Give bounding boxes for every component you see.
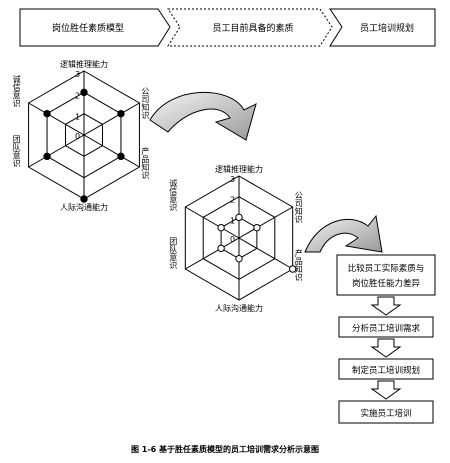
radar-top-spoke-lower_right bbox=[83, 134, 140, 168]
radar-bottom-scale-label: 1 bbox=[230, 216, 235, 225]
right-flow-step-1-label-2: 岗位胜任能力差异 bbox=[352, 278, 421, 289]
figure-caption: 图 1-6 基于胜任素质模型的员工培训需求分析示意图 bbox=[131, 444, 319, 454]
radar-bottom-scale-label: 3 bbox=[230, 175, 235, 184]
top-flow-step-2-label: 员工目前具备的素质 bbox=[212, 22, 293, 34]
right-flow-step-2-label: 分析员工培训需求 bbox=[352, 323, 421, 334]
radar-top-axis-label-bottom: 人际沟通能力 bbox=[60, 202, 108, 212]
right-flow-step-3 bbox=[338, 358, 434, 380]
radar-bottom-point-bottom bbox=[235, 254, 243, 263]
radar-top-axis-label-upper-left: 诚信意识 bbox=[12, 74, 21, 108]
radar-bottom-axis-label-upper-left: 诚信意识 bbox=[169, 178, 178, 212]
top-flow-step-2 bbox=[167, 8, 333, 47]
right-flow-step-3-label: 制定员工培训规划 bbox=[352, 365, 420, 376]
radar-top-scale-label: 2 bbox=[75, 91, 80, 100]
radar-bottom-point-upper_right bbox=[253, 223, 261, 232]
radar-top-scale-label: 1 bbox=[75, 113, 80, 122]
radar-bottom-axis-label-lower-left: 团队意识 bbox=[169, 237, 178, 270]
radar-top-scale-label: 3 bbox=[75, 70, 80, 79]
radar-top-point-upper_right bbox=[117, 109, 125, 118]
radar-bottom-spoke-lower_right bbox=[238, 237, 293, 270]
down-arrow-2 bbox=[370, 338, 402, 358]
radar-top-point-lower_left bbox=[43, 152, 51, 161]
radar-bottom-point-upper_left bbox=[217, 223, 225, 232]
top-flow: 岗位胜任素质模型 员工目前具备的素质 员工培训规划 bbox=[19, 8, 436, 47]
radar-top-spoke-upper_right bbox=[83, 102, 140, 136]
radar-bottom-spoke-upper_right bbox=[238, 206, 293, 239]
radar-bottom-point-lower_right bbox=[288, 265, 297, 273]
down-arrow-1 bbox=[370, 296, 402, 316]
radar-top-spoke-upper_left bbox=[28, 102, 85, 136]
radar-bottom-spoke-upper_left bbox=[185, 206, 240, 239]
radar-top-point-top bbox=[80, 88, 88, 97]
curved-arrow-2 bbox=[304, 214, 383, 253]
radar-top-point-bottom bbox=[80, 195, 88, 203]
radar-bottom-axis-label-top: 逻辑推理能力 bbox=[215, 164, 263, 174]
right-flow-step-2 bbox=[338, 316, 434, 338]
radar-bottom-axis-label-upper-right: 公司知识 bbox=[294, 191, 303, 224]
radar-bottom-axis-label-lower-right: 产品知识 bbox=[294, 248, 303, 282]
top-flow-step-1 bbox=[19, 8, 171, 47]
radar-bottom-scale-label: 2 bbox=[230, 196, 235, 205]
radar-bottom-point-top bbox=[235, 213, 243, 222]
radar-top-spoke-lower_left bbox=[28, 134, 85, 168]
top-flow-step-3 bbox=[329, 8, 436, 47]
top-flow-step-1-label: 岗位胜任素质模型 bbox=[52, 22, 124, 34]
right-flow: 比较员工实际素质与 岗位胜任能力差异 分析员工培训需求 制定员工培训规划 实施员… bbox=[336, 254, 436, 424]
radar-top-point-lower_right bbox=[117, 152, 125, 161]
right-flow-step-1 bbox=[336, 254, 436, 296]
radar-top-axis-label-lower-left: 团队意识 bbox=[12, 135, 21, 168]
radar-bottom-point-lower_left bbox=[217, 244, 225, 253]
radar-bottom-spoke-lower_left bbox=[185, 237, 240, 270]
right-flow-step-4 bbox=[338, 400, 434, 424]
curved-arrow-1 bbox=[149, 91, 257, 141]
right-flow-step-4-label: 实施员工培训 bbox=[360, 408, 411, 419]
radar-top-axis-label-lower-right: 产品知识 bbox=[141, 146, 150, 180]
radar-bottom-axis-label-bottom: 人际沟通能力 bbox=[215, 303, 263, 313]
radar-top-point-upper_left bbox=[43, 109, 51, 118]
radar-top-axis-label-top: 逻辑推理能力 bbox=[60, 59, 108, 69]
right-flow-step-1-label-1: 比较员工实际素质与 bbox=[348, 263, 425, 274]
radar-top-axis-label-upper-right: 公司知识 bbox=[141, 87, 150, 120]
radar-top-scale-label: 0 bbox=[75, 132, 80, 141]
down-arrow-3 bbox=[370, 380, 402, 400]
radar-bottom-scale-label: 0 bbox=[230, 235, 235, 244]
top-flow-step-3-label: 员工培训规划 bbox=[360, 22, 414, 34]
